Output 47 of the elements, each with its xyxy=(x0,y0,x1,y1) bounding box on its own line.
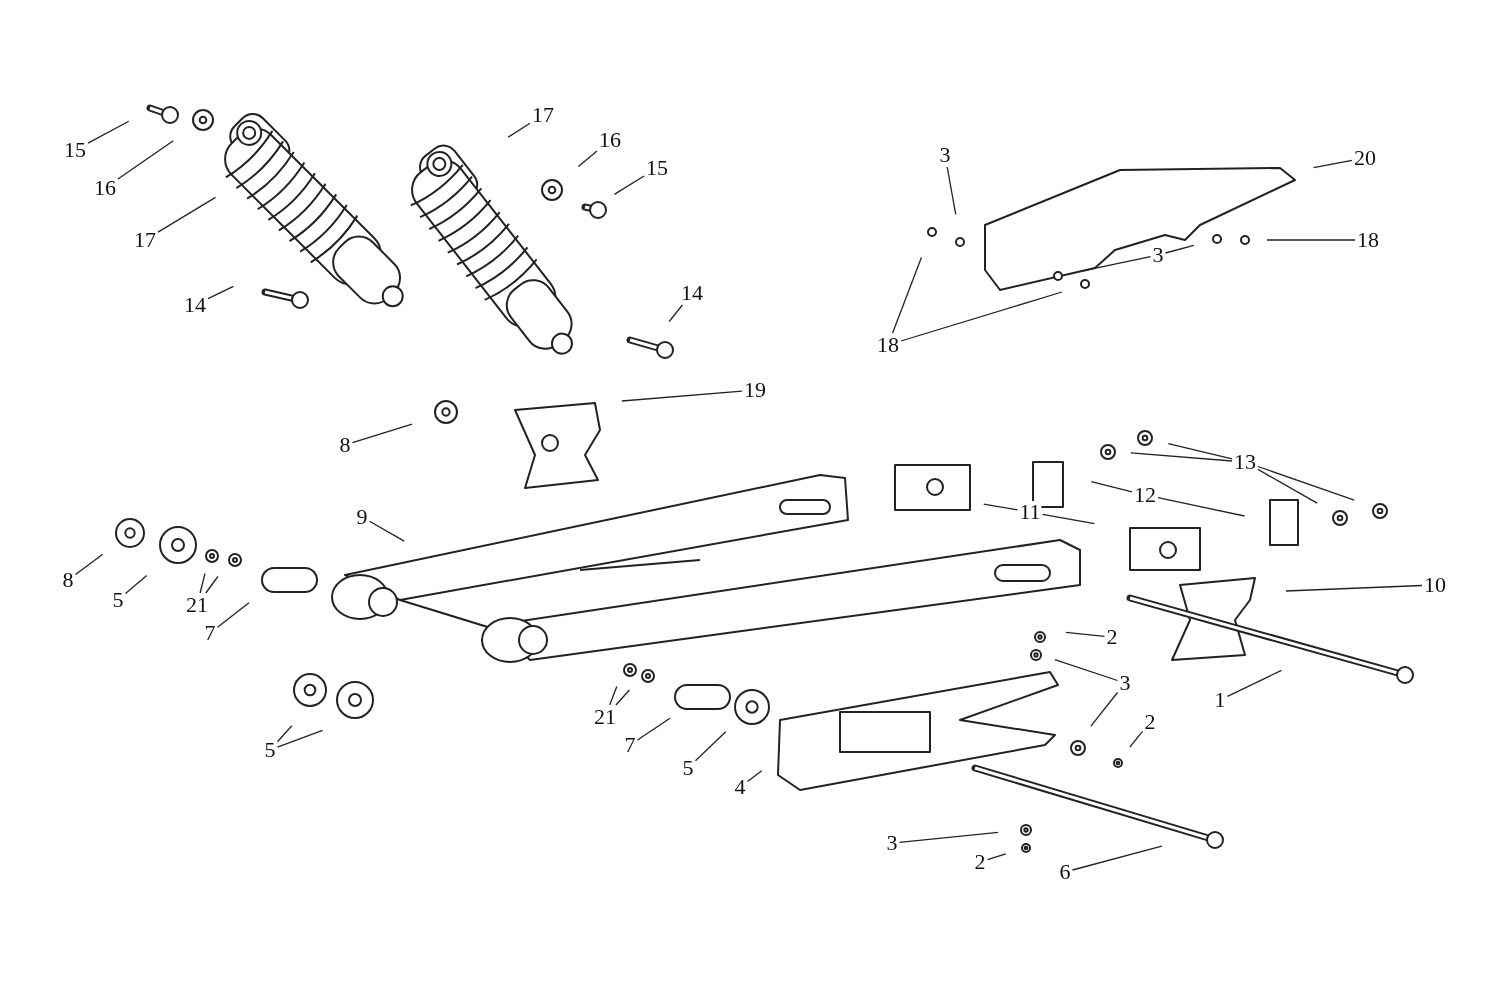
leader-line xyxy=(276,725,293,743)
leader-line xyxy=(276,729,324,748)
leader-line xyxy=(1226,669,1283,698)
leader-line xyxy=(636,717,671,741)
leader-line xyxy=(1164,244,1195,254)
leader-line xyxy=(205,575,219,594)
leader-line xyxy=(668,304,684,323)
leader-line xyxy=(613,175,645,196)
leader-line xyxy=(1285,584,1423,592)
leader-line xyxy=(621,390,743,402)
leader-line xyxy=(898,831,999,843)
leader-line xyxy=(891,256,923,334)
leader-line xyxy=(117,140,174,180)
leader-line xyxy=(157,196,217,233)
leader-line xyxy=(1257,465,1355,501)
leader-line xyxy=(216,602,250,628)
leader-line xyxy=(746,770,763,783)
leader-line xyxy=(74,553,104,576)
leader-line xyxy=(900,291,1063,342)
leader-line xyxy=(1090,481,1133,493)
leader-line xyxy=(694,731,727,762)
leader-line xyxy=(986,853,1007,861)
leader-line xyxy=(1130,452,1233,462)
leader-line xyxy=(351,423,413,444)
leader-line xyxy=(207,285,235,300)
leader-line xyxy=(1041,513,1096,525)
leader-line xyxy=(368,520,405,542)
leader-line xyxy=(1071,845,1163,871)
leader-line xyxy=(577,150,598,168)
leader-line xyxy=(1157,497,1246,517)
leader-line xyxy=(1257,468,1318,504)
leader-line xyxy=(1065,631,1106,637)
leader-line xyxy=(1266,239,1356,241)
leader-line xyxy=(1312,159,1353,169)
leader-line xyxy=(609,685,618,706)
leader-line xyxy=(87,120,130,144)
leader-line xyxy=(199,572,206,594)
leader-line xyxy=(615,689,631,706)
leader-line xyxy=(1080,255,1152,272)
leader-line xyxy=(1129,730,1144,748)
leader-line xyxy=(983,503,1019,511)
leader-line xyxy=(1167,442,1233,460)
leader-line xyxy=(1054,658,1119,682)
leader-line xyxy=(507,122,531,138)
leader-line xyxy=(1090,691,1119,727)
leader-line xyxy=(946,166,957,216)
leader-line xyxy=(124,574,148,595)
